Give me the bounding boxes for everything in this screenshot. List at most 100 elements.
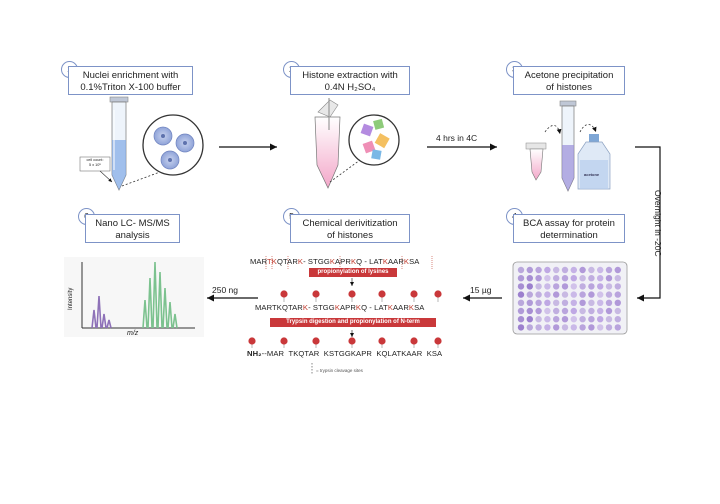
plate-well bbox=[544, 307, 551, 315]
plate-well bbox=[535, 324, 542, 331]
propionyl-marks-row-1 bbox=[280, 290, 442, 302]
plate-well bbox=[597, 266, 604, 274]
cell-count-line1: cell count: bbox=[86, 158, 104, 162]
seq3-peptide: TKQTAR bbox=[288, 349, 320, 358]
arrow-5-6-label: 250 ng bbox=[212, 285, 238, 295]
seq2-part: SA bbox=[414, 303, 425, 312]
magnified-histones-icon bbox=[348, 114, 400, 166]
arrow-4-5-label: 15 µg bbox=[470, 285, 492, 295]
step-4-title-line1: BCA assay for protein bbox=[523, 218, 615, 229]
plate-well bbox=[614, 307, 621, 315]
small-tube-icon bbox=[525, 142, 547, 181]
plate-well bbox=[605, 291, 613, 298]
plate-well bbox=[605, 324, 613, 331]
plate-well bbox=[553, 307, 560, 315]
plate-well bbox=[526, 283, 533, 290]
step-4-title-line2: determination bbox=[540, 230, 598, 241]
step-1-title-line1: Nuclei enrichment with bbox=[82, 70, 179, 81]
plate-well bbox=[526, 291, 533, 298]
plate-well bbox=[570, 316, 577, 323]
seq1-part: QTAR bbox=[276, 257, 298, 266]
propionyl-mark bbox=[312, 290, 320, 298]
histone-crystals-icon bbox=[360, 118, 390, 160]
step-1-box: Nuclei enrichment with 0.1%Triton X-100 … bbox=[68, 66, 193, 95]
spectrum-ylabel: Intensity bbox=[68, 287, 74, 310]
plate-well bbox=[570, 324, 577, 331]
propionyl-mark bbox=[378, 337, 386, 345]
seq1-lysine: K bbox=[403, 257, 410, 266]
plate-well bbox=[588, 275, 595, 282]
step-2-title-line1: Histone extraction with bbox=[302, 70, 398, 81]
seq1-part: - STGG bbox=[303, 257, 330, 266]
plate-well bbox=[597, 316, 604, 323]
plate-well bbox=[561, 291, 569, 298]
mass-spectrum-icon bbox=[64, 257, 204, 337]
arrow-2-3-label: 4 hrs in 4C bbox=[436, 133, 478, 143]
seq1-part: MAR bbox=[250, 257, 268, 266]
tube-1-icon bbox=[109, 96, 129, 191]
step-3-box: Acetone precipitation of histones bbox=[513, 66, 625, 95]
plate-well bbox=[561, 324, 569, 331]
plate-well bbox=[553, 299, 560, 306]
propionyl-mark bbox=[410, 290, 418, 298]
plate-well bbox=[614, 316, 621, 323]
step-6-title-line1: Nano LC- MS/MS bbox=[95, 218, 170, 229]
plate-well bbox=[526, 316, 533, 323]
plate-well bbox=[614, 275, 621, 282]
cell-count-label: cell count: 5 x 10⁵ bbox=[81, 158, 109, 168]
step-2-box: Histone extraction with 0.4N H₂SO₄ bbox=[290, 66, 410, 95]
plate-well bbox=[553, 291, 560, 298]
seq2-lysine: K bbox=[387, 303, 393, 312]
plate-well bbox=[614, 266, 621, 274]
plate-well bbox=[561, 283, 569, 290]
propionyl-mark bbox=[248, 337, 256, 345]
step-5-title-line1: Chemical derivitization bbox=[302, 218, 398, 229]
plate-well bbox=[605, 275, 613, 282]
propionyl-mark bbox=[434, 290, 442, 298]
plate-well bbox=[614, 283, 621, 290]
plate-well bbox=[517, 266, 525, 274]
step-5-box: Chemical derivitization of histones bbox=[290, 214, 410, 243]
acetone-label: acetone bbox=[584, 172, 600, 177]
plate-well bbox=[535, 316, 542, 323]
plate-well bbox=[570, 299, 577, 306]
plate-well bbox=[517, 307, 525, 315]
plate-well bbox=[579, 299, 586, 306]
seq2-part: TKQTAR bbox=[272, 303, 303, 312]
nuclei-icon bbox=[153, 126, 195, 170]
plate-well bbox=[535, 291, 542, 298]
plate-well bbox=[597, 291, 604, 298]
plate-well bbox=[535, 299, 542, 306]
plate-well bbox=[605, 283, 613, 290]
seq1-part: SA bbox=[409, 257, 420, 266]
sequence-digested: NH₂--MAR TKQTAR KSTGGKAPR KQLATKAAR KSA bbox=[247, 349, 442, 358]
seq1-lysine: K bbox=[382, 257, 388, 266]
seq3-peptide: KQLATKAAR bbox=[376, 349, 423, 358]
plate-well bbox=[597, 275, 604, 282]
propionyl-mark bbox=[410, 337, 418, 345]
trypsin-digestion-tag: Trypsin digestion and propionylation of … bbox=[270, 318, 436, 327]
plate-well bbox=[588, 299, 595, 306]
plate-well bbox=[526, 299, 533, 306]
sequence-propionylated: MARTKQTARK- STGGKAPRKQ - LATKAARKSA bbox=[255, 303, 424, 312]
plate-well bbox=[614, 291, 621, 298]
plate-well bbox=[570, 275, 577, 282]
well-plate-icon bbox=[512, 261, 628, 335]
seq1-part: AAR bbox=[388, 257, 404, 266]
plate-well bbox=[517, 275, 525, 282]
plate-well bbox=[535, 283, 542, 290]
plate-well bbox=[544, 291, 551, 298]
plate-well bbox=[597, 299, 604, 306]
n-terminus: NH₂ bbox=[247, 349, 262, 358]
plate-well bbox=[544, 275, 551, 282]
plate-well bbox=[579, 266, 586, 274]
conical-tube-3-icon bbox=[559, 100, 577, 192]
plate-well bbox=[579, 316, 586, 323]
step-3-title-line2: of histones bbox=[546, 82, 592, 93]
seq2-lysine: K bbox=[302, 303, 309, 312]
seq1-lysine: K bbox=[271, 257, 277, 266]
seq2-part: MAR bbox=[255, 303, 273, 312]
seq1-part: Q - LAT bbox=[356, 257, 383, 266]
plate-well bbox=[535, 266, 542, 274]
plate-well bbox=[588, 291, 595, 298]
